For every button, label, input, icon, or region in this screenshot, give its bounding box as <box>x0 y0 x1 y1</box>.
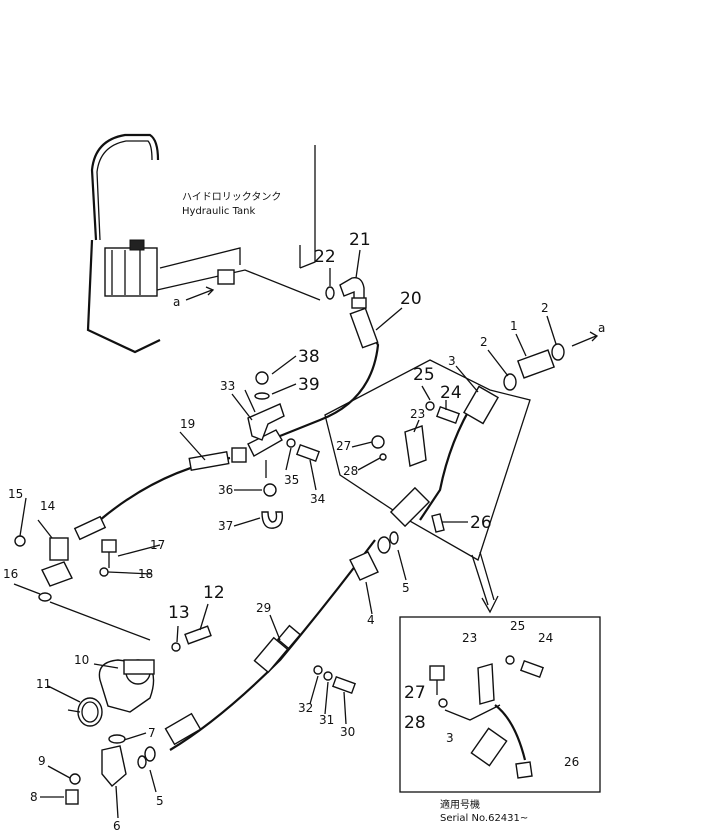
label-27: 27 <box>336 439 351 453</box>
arrow-marker-a-left: a <box>173 295 180 309</box>
label-13: 13 <box>168 603 190 623</box>
label-19: 19 <box>180 417 195 431</box>
label-12: 12 <box>203 583 225 603</box>
hydraulic-tank: ハイドロリックタンク Hydraulic Tank a <box>86 133 321 354</box>
label-31: 31 <box>319 713 334 727</box>
label-14: 14 <box>40 499 55 513</box>
label-15: 15 <box>8 487 23 501</box>
label-29: 29 <box>256 601 271 615</box>
hose-19 <box>73 429 283 541</box>
inset-label-26: 26 <box>564 755 579 769</box>
label-36: 36 <box>218 483 233 497</box>
label-34: 34 <box>310 492 325 506</box>
label-22: 22 <box>314 247 336 267</box>
serial-number: Serial No.62431~ <box>440 813 528 824</box>
valve-14 <box>14 519 151 641</box>
label-38: 38 <box>298 347 320 367</box>
inset-label-24: 24 <box>538 631 553 645</box>
part-labels: 1 2 2 3 4 5 5 6 7 8 9 10 11 12 13 14 15 … <box>3 230 549 833</box>
label-5b: 5 <box>156 794 164 808</box>
label-3: 3 <box>448 354 456 368</box>
label-37: 37 <box>218 519 233 533</box>
label-23: 23 <box>410 407 425 421</box>
label-24: 24 <box>440 383 462 403</box>
label-39: 39 <box>298 375 320 395</box>
label-10: 10 <box>74 653 89 667</box>
tank-label-en: Hydraulic Tank <box>182 206 256 217</box>
inset-label-27: 27 <box>404 683 426 703</box>
label-2a: 2 <box>480 335 488 349</box>
arrow-marker-a-right: a <box>598 321 605 335</box>
inset-label-3: 3 <box>446 731 454 745</box>
label-26: 26 <box>470 513 492 533</box>
label-7: 7 <box>148 726 156 740</box>
label-1: 1 <box>510 319 518 333</box>
inset-label-25: 25 <box>510 619 525 633</box>
inset-label-28: 28 <box>404 713 426 733</box>
label-28: 28 <box>343 464 358 478</box>
label-35: 35 <box>284 473 299 487</box>
label-2b: 2 <box>541 301 549 315</box>
label-4: 4 <box>367 613 375 627</box>
inset-serial-variant: 23 25 24 27 28 3 26 適用号機 Serial No.62431… <box>399 616 601 824</box>
label-8: 8 <box>30 790 38 804</box>
label-9: 9 <box>38 754 46 768</box>
hose-3-assembly: a <box>324 321 605 614</box>
return-line <box>269 277 403 442</box>
serial-label-jp: 適用号機 <box>440 798 480 811</box>
bracket-33 <box>244 371 321 529</box>
label-5a: 5 <box>402 581 410 595</box>
leader-lines <box>13 249 557 819</box>
label-32: 32 <box>298 701 313 715</box>
pump-10 <box>65 625 212 805</box>
label-16: 16 <box>3 567 18 581</box>
label-21: 21 <box>349 230 371 250</box>
hose-4 <box>137 531 399 769</box>
inset-label-23: 23 <box>462 631 477 645</box>
label-11: 11 <box>36 677 51 691</box>
label-30: 30 <box>340 725 355 739</box>
label-6: 6 <box>113 819 121 831</box>
label-25: 25 <box>413 365 435 385</box>
label-20: 20 <box>400 289 422 309</box>
tank-label-jp: ハイドロリックタンク <box>182 191 281 203</box>
label-33: 33 <box>220 379 235 393</box>
